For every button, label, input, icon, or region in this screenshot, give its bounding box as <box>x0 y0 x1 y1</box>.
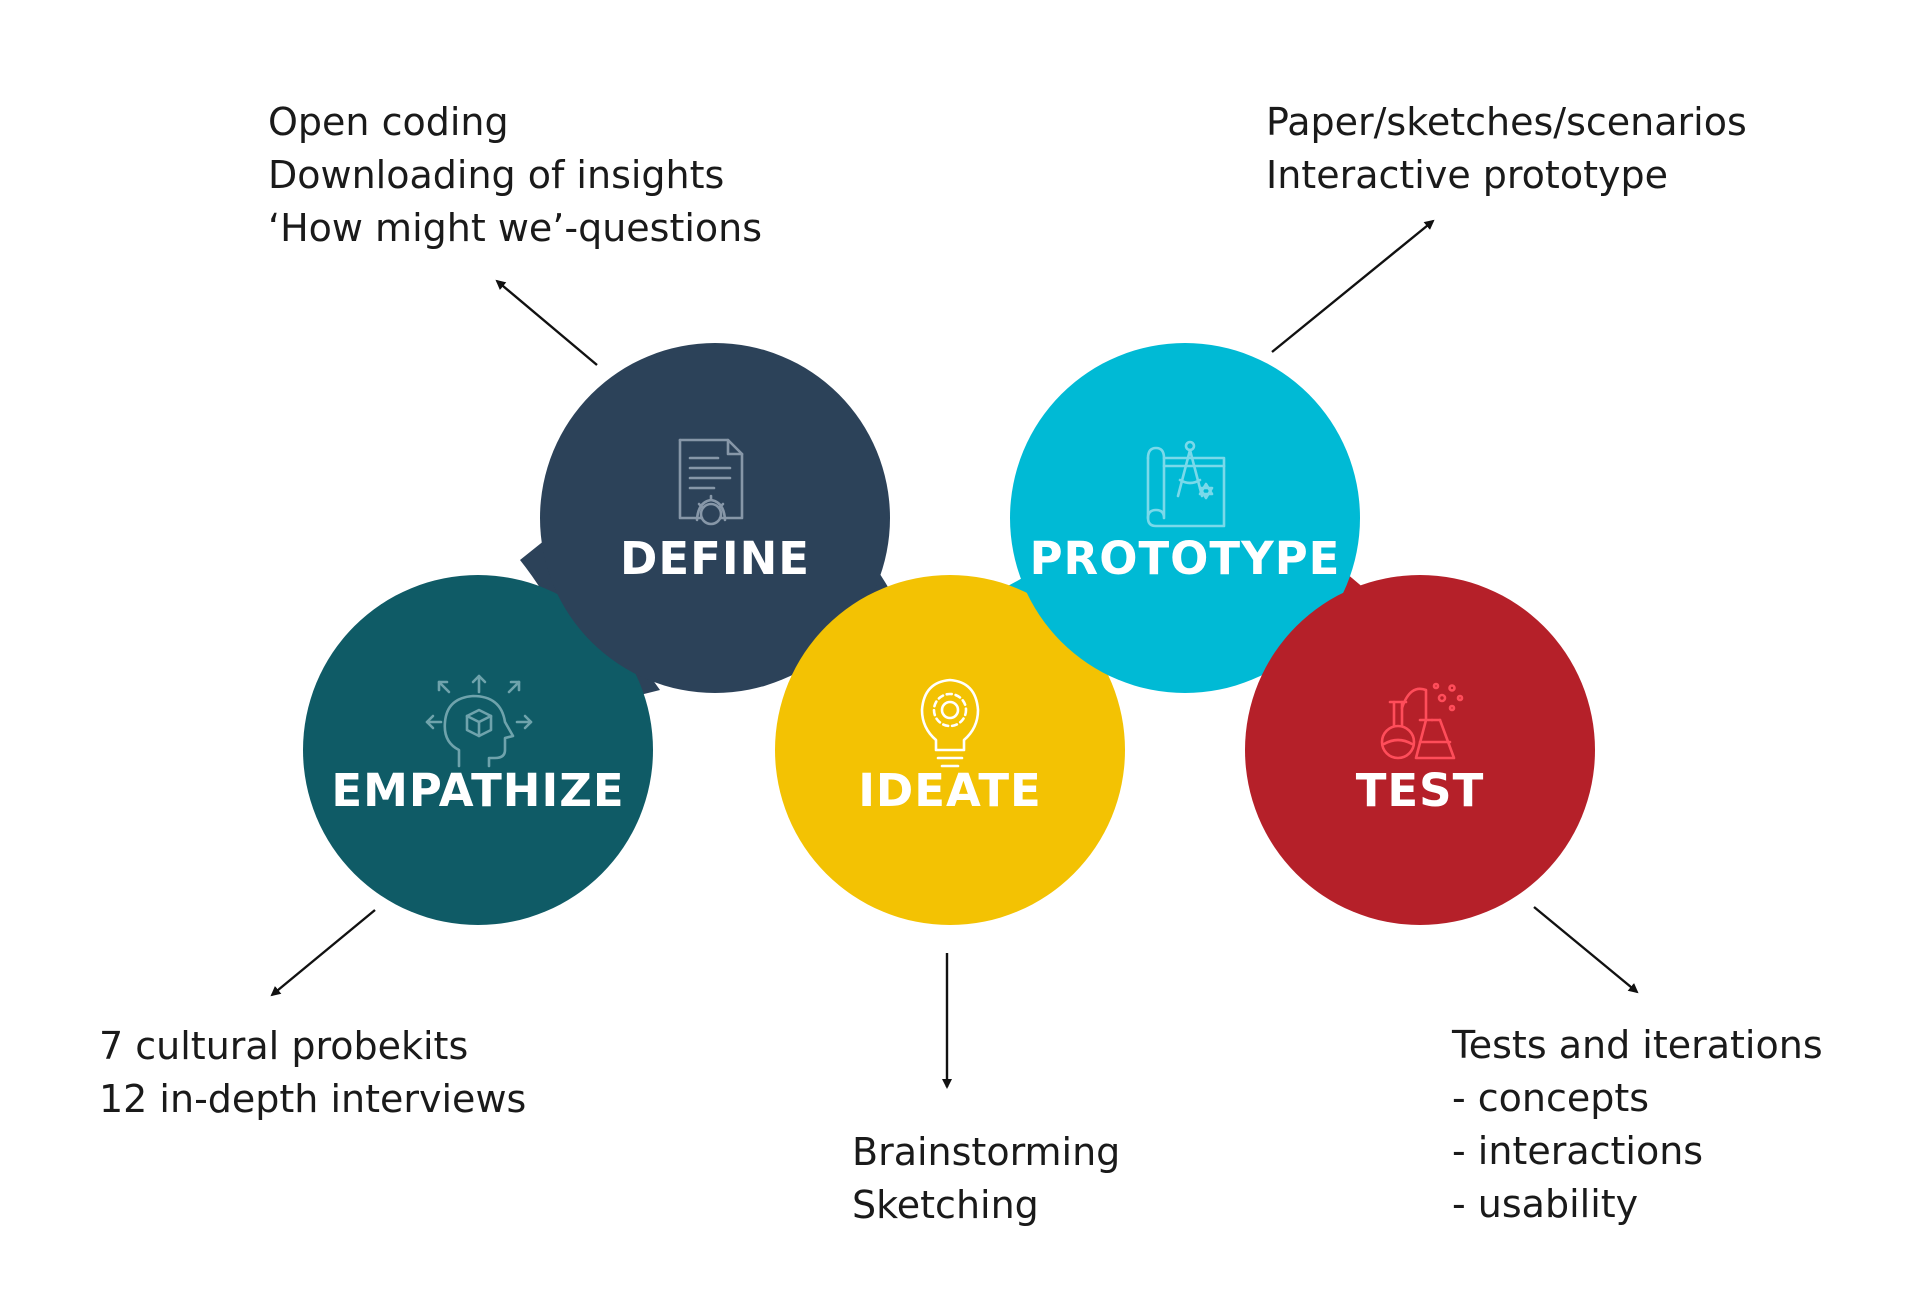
note-line: - usability <box>1452 1182 1639 1226</box>
head-gears-icon <box>425 674 533 768</box>
note-line: ‘How might we’-questions <box>268 206 763 250</box>
note-line: - concepts <box>1452 1076 1650 1120</box>
circle-define <box>540 343 890 693</box>
stage-label-ideate: IDEATE <box>858 764 1042 817</box>
note-line: Brainstorming <box>852 1130 1121 1174</box>
arrow-test <box>1533 906 1639 994</box>
stage-label-define: DEFINE <box>620 532 810 585</box>
note-line: Tests and iterations <box>1452 1023 1823 1067</box>
circle-empathize <box>303 575 653 925</box>
note-line: 12 in-depth interviews <box>99 1077 527 1121</box>
note-line: Paper/sketches/scenarios <box>1266 100 1747 144</box>
note-line: Interactive prototype <box>1266 153 1668 197</box>
lightbulb-gear-icon <box>920 678 980 768</box>
stage-label-empathize: EMPATHIZE <box>331 764 624 817</box>
circle-prototype <box>1010 343 1360 693</box>
arrow-define <box>495 279 598 366</box>
notes-empathize: 7 cultural probekits 12 in-depth intervi… <box>99 1020 526 1126</box>
arrow-prototype <box>1271 219 1435 353</box>
document-gear-icon <box>678 438 744 526</box>
lab-flasks-icon <box>1380 682 1464 760</box>
notes-prototype: Paper/sketches/scenarios Interactive pro… <box>1266 96 1747 202</box>
arrow-empathize <box>270 909 376 997</box>
notes-ideate: Brainstorming Sketching <box>852 1126 1120 1232</box>
notes-test: Tests and iterations - concepts - intera… <box>1452 1019 1823 1231</box>
circle-test <box>1245 575 1595 925</box>
note-line: - interactions <box>1452 1129 1704 1173</box>
notes-define: Open coding Downloading of insights ‘How… <box>268 96 762 255</box>
stage-label-test: TEST <box>1356 764 1485 817</box>
note-line: Open coding <box>268 100 509 144</box>
note-line: Sketching <box>852 1183 1039 1227</box>
blueprint-compass-icon <box>1146 440 1226 528</box>
note-line: Downloading of insights <box>268 153 725 197</box>
stage-label-prototype: PROTOTYPE <box>1030 532 1341 585</box>
note-line: 7 cultural probekits <box>99 1024 469 1068</box>
